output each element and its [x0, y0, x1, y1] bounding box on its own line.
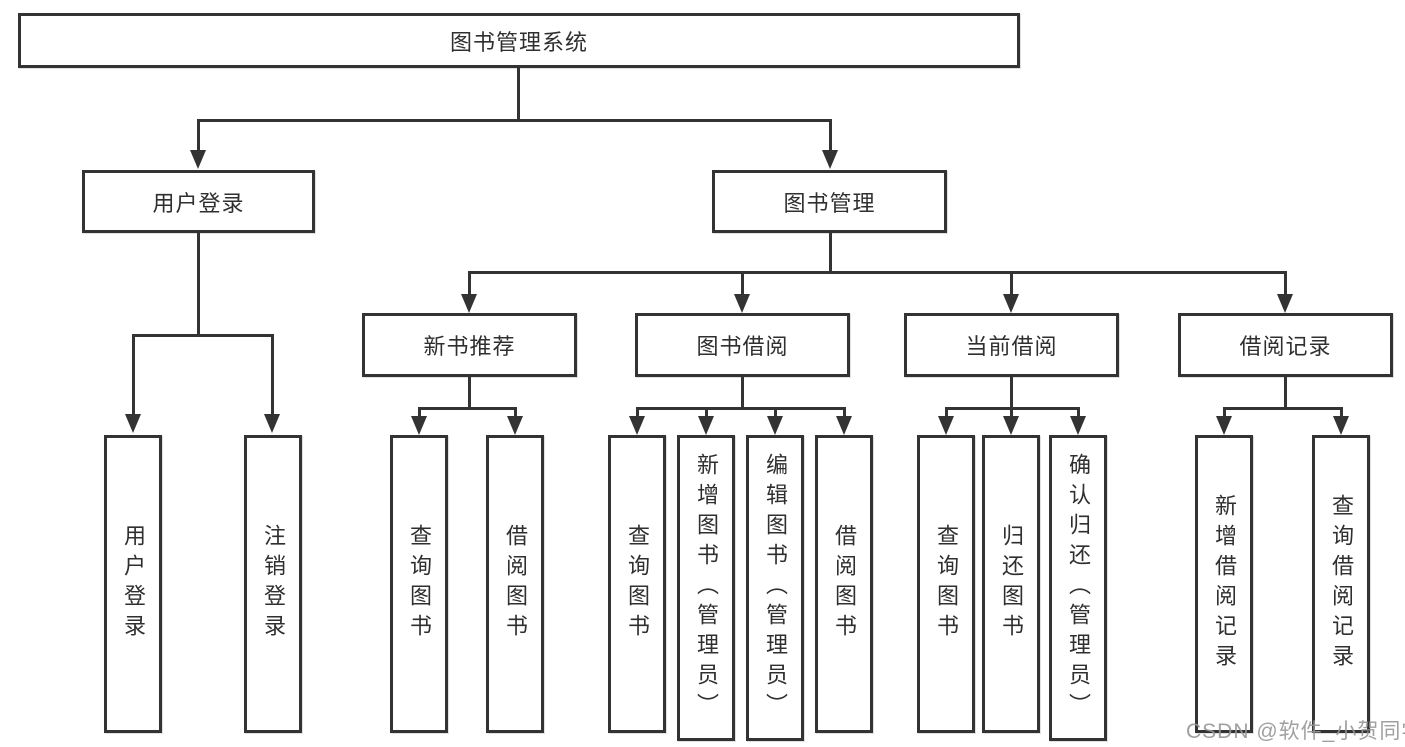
connector-newrec-stub: [468, 377, 471, 408]
arrow-down-icon: [767, 416, 783, 435]
connector-root-stub: [517, 68, 520, 120]
csdn-watermark: CSDN @软件_小贺同学: [1186, 720, 1405, 743]
arrow-down-icon: [836, 416, 852, 435]
arrow-down-icon: [1070, 416, 1086, 435]
connector-mgmt-stub: [829, 233, 832, 273]
connector-drop: [1340, 407, 1343, 416]
leaf-add-book-admin: 新增图书（管理员）: [677, 435, 735, 741]
connector-drop: [514, 407, 517, 416]
connector-drop: [1223, 407, 1226, 416]
leaf-add-borrow-record: 新增借阅记录: [1195, 435, 1253, 733]
connector-record-hline: [1223, 407, 1343, 410]
node-book-management: 图书管理: [712, 170, 947, 233]
arrow-down-icon: [629, 416, 645, 435]
arrow-down-icon: [411, 416, 427, 435]
leaf-return-book: 归还图书: [982, 435, 1040, 733]
leaf-query-books-1: 查询图书: [390, 435, 448, 733]
connector-drop: [418, 407, 421, 416]
node-borrowing-records: 借阅记录: [1178, 313, 1393, 377]
arrow-down-icon: [1277, 294, 1293, 313]
connector-drop-leaf-logout: [271, 334, 274, 414]
leaf-confirm-return-admin: 确认归还（管理员）: [1049, 435, 1107, 741]
leaf-borrow-books-1: 借阅图书: [486, 435, 544, 733]
leaf-edit-book-admin: 编辑图书（管理员）: [746, 435, 804, 741]
leaf-query-books-3: 查询图书: [917, 435, 975, 733]
leaf-query-borrow-record: 查询借阅记录: [1312, 435, 1370, 733]
connector-drop-current-borrow: [1010, 271, 1013, 295]
arrow-down-icon: [698, 416, 714, 435]
connector-drop-borrow-record: [1284, 271, 1287, 295]
arrow-down-icon: [1003, 294, 1019, 313]
leaf-borrow-books-2: 借阅图书: [815, 435, 873, 733]
connector-drop: [705, 407, 708, 416]
connector-borrow-hline: [636, 407, 846, 410]
leaf-logout: 注销登录: [244, 435, 302, 733]
connector-drop: [774, 407, 777, 416]
connector-record-stub: [1284, 377, 1287, 408]
connector-drop: [843, 407, 846, 416]
connector-drop-user-login: [197, 119, 200, 151]
connector-drop: [945, 407, 948, 416]
connector-drop: [1010, 407, 1013, 416]
arrow-down-icon: [1003, 416, 1019, 435]
connector-current-stub: [1010, 377, 1013, 408]
connector-borrow-stub: [741, 377, 744, 408]
node-book-borrowing: 图书借阅: [635, 313, 850, 377]
connector-drop-book-borrow: [741, 271, 744, 295]
connector-drop-book-mgmt: [829, 119, 832, 151]
arrow-down-icon: [734, 294, 750, 313]
arrow-down-icon: [1333, 416, 1349, 435]
arrow-down-icon: [190, 150, 206, 169]
leaf-user-login: 用户登录: [104, 435, 162, 733]
connector-user-stub: [197, 233, 200, 335]
node-library-management-system: 图书管理系统: [18, 13, 1020, 68]
leaf-query-books-2: 查询图书: [608, 435, 666, 733]
arrow-down-icon: [822, 150, 838, 169]
connector-drop: [636, 407, 639, 416]
node-current-borrowing: 当前借阅: [904, 313, 1119, 377]
arrow-down-icon: [125, 414, 141, 433]
arrow-down-icon: [938, 416, 954, 435]
connector-mgmt-hline: [468, 271, 1287, 274]
node-new-book-recommendation: 新书推荐: [362, 313, 577, 377]
arrow-down-icon: [507, 416, 523, 435]
arrow-down-icon: [461, 294, 477, 313]
connector-newrec-hline: [418, 407, 517, 410]
node-user-login: 用户登录: [82, 170, 315, 233]
connector-drop-new-book-rec: [468, 271, 471, 295]
connector-drop: [1077, 407, 1080, 416]
arrow-down-icon: [264, 414, 280, 433]
arrow-down-icon: [1216, 416, 1232, 435]
connector-user-hline: [132, 334, 273, 337]
connector-root-hline: [197, 119, 832, 122]
connector-drop-leaf-user-login: [132, 334, 135, 414]
